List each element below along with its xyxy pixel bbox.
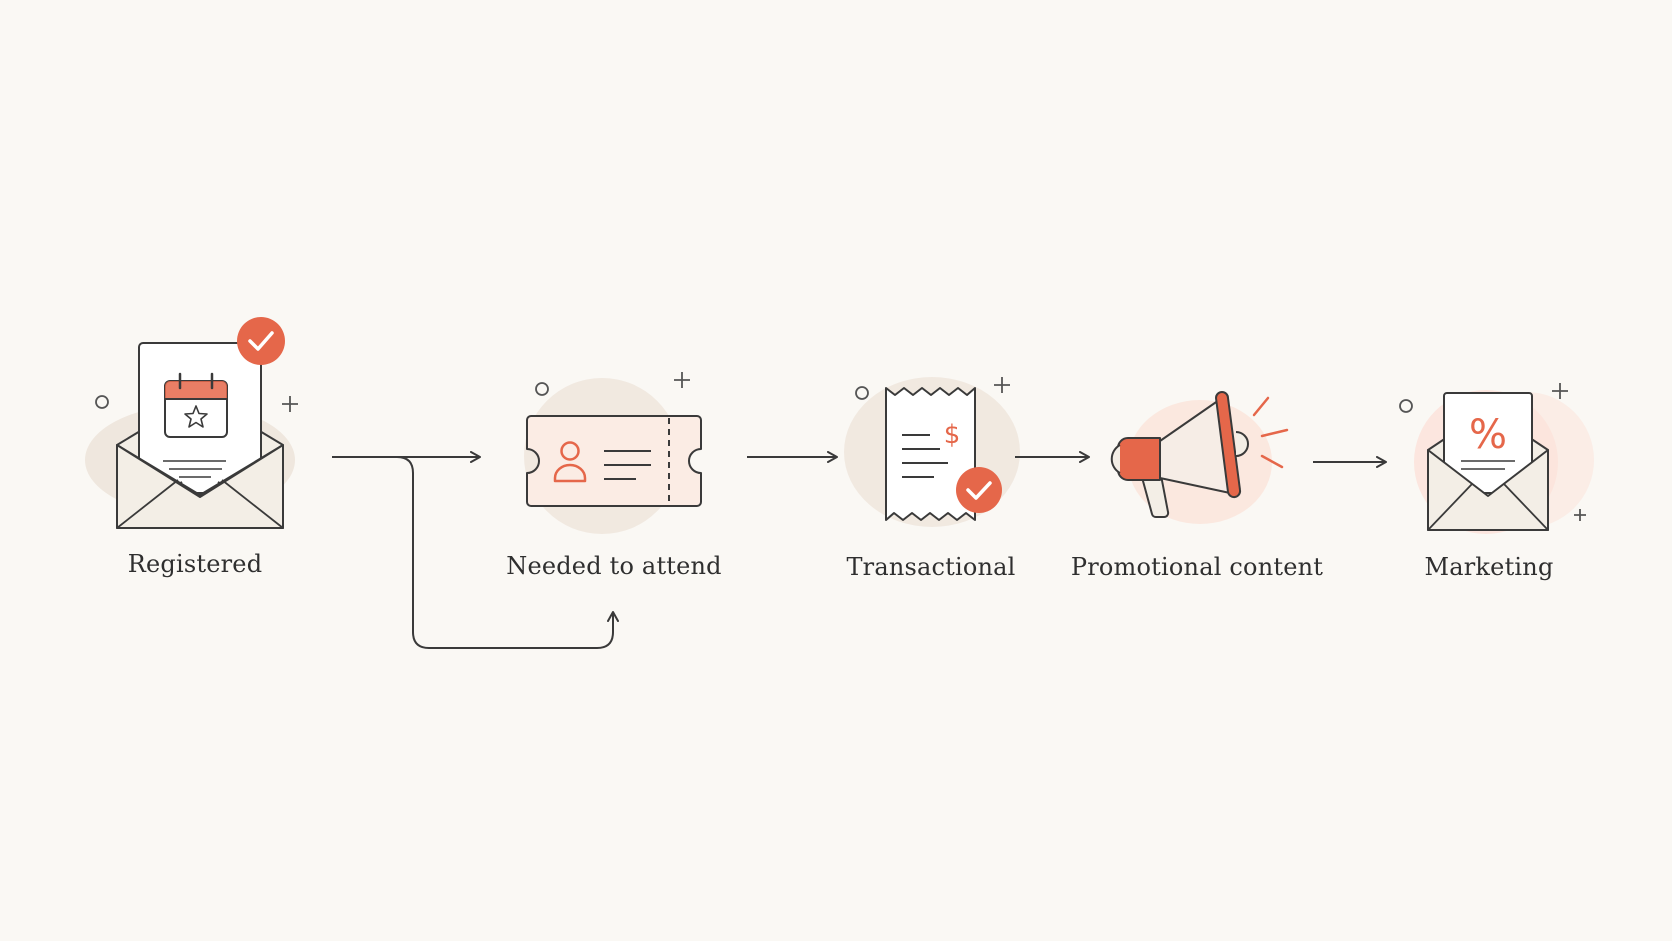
sparkle-plus	[994, 377, 1010, 393]
envelope-calendar-icon	[85, 317, 298, 529]
step-label-promotional-content: Promotional content	[1070, 553, 1324, 581]
ticket-icon	[524, 372, 702, 534]
envelope-percent-icon: %	[1399, 383, 1594, 534]
sparkle-plus	[674, 372, 690, 388]
receipt-icon: $	[844, 377, 1020, 527]
step-label-needed-to-attend: Needed to attend	[506, 552, 722, 580]
step-label-registered: Registered	[127, 550, 263, 578]
check-badge-icon	[237, 317, 285, 365]
dollar-sign-icon: $	[944, 420, 961, 450]
sparkle-plus	[1552, 383, 1568, 399]
sparkle-plus	[282, 396, 298, 412]
sparkle-plus	[1574, 509, 1586, 521]
sparkle-circle	[95, 395, 109, 409]
step-label-transactional: Transactional	[846, 553, 1016, 581]
loop-connector	[396, 456, 619, 649]
step-label-marketing: Marketing	[1424, 553, 1554, 581]
check-badge-icon	[956, 467, 1002, 513]
sparkle-circle	[535, 382, 549, 396]
percent-icon: %	[1469, 412, 1507, 458]
megaphone-icon	[1110, 391, 1289, 524]
sparkle-circle	[1399, 399, 1413, 413]
sparkle-circle	[855, 386, 869, 400]
connector-registered-to-needed	[332, 451, 619, 649]
